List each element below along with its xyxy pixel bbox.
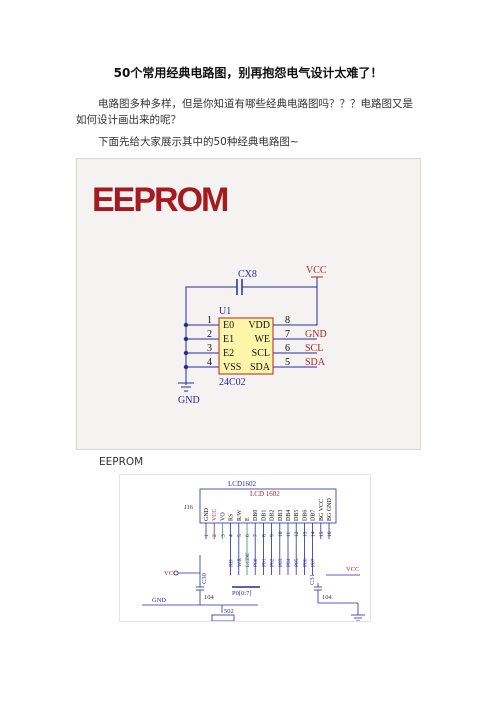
lcd-signal-label: P04 (286, 558, 292, 567)
lcd-signal-label: P02 (270, 558, 276, 567)
lcd-pin-name: DB2 (270, 510, 276, 521)
vcc-label: VCC (306, 265, 327, 276)
lcd-pin-number: 8 (261, 534, 267, 537)
lcd-signal-label: LCDE (245, 552, 251, 567)
chip-part: 24C02 (219, 377, 246, 388)
lcd-pin-number: 10 (278, 531, 284, 537)
article-title: 50个常用经典电路图，别再抱怨电气设计太难了！ (113, 66, 383, 80)
pot-label: 502 (224, 608, 234, 615)
connector-ref: J16 (184, 504, 194, 511)
lcd-connector (199, 488, 337, 524)
lcd-pin-name: BG VCC (319, 499, 325, 521)
lcd-pin-number: 4 (229, 534, 235, 537)
lcd-signal-label: P00 (253, 558, 259, 567)
lcd-pin-number: 15 (319, 531, 325, 537)
lcd-pin-name: DB6 (302, 510, 308, 521)
pin-name: E2 (223, 348, 234, 359)
intro-paragraph-2: 下面先给大家展示其中的50种经典电路图~ (98, 136, 299, 148)
lcd-pin-number: 12 (294, 531, 300, 537)
figure-caption: EEPROM (99, 456, 144, 468)
lcd-pin-number: 7 (253, 534, 259, 537)
lcd-pin-number: 11 (286, 531, 292, 537)
eeprom-chip (218, 317, 274, 375)
lcd-pin-number: 2 (212, 534, 218, 537)
net-label: GND (305, 329, 327, 340)
net-label: SCL (305, 343, 323, 354)
pin-number: 7 (285, 329, 290, 340)
lcd-pin-number: 6 (245, 534, 251, 537)
lcd-pin-name: DB1 (261, 510, 267, 521)
lcd-signal-label: P05 (294, 558, 300, 567)
lcd-pin-name: RS (229, 514, 235, 521)
pin-number: 4 (207, 357, 212, 368)
eeprom-heading: EEPROM (92, 181, 228, 219)
lcd-pin-number: 16 (327, 531, 333, 537)
vcc-right-label: VCC (346, 566, 359, 573)
lcd-title: LCD1602 (228, 480, 257, 488)
lcd-pin-name: DB0 (253, 510, 259, 521)
lcd-pin-number: 9 (270, 534, 276, 537)
lcd-signal-label: P07 (311, 558, 317, 567)
lcd-pin-name: VO (220, 512, 226, 521)
lcd-pin-name: GND (204, 507, 210, 521)
gnd-label: GND (178, 395, 200, 406)
cap-left-value: 104 (204, 594, 215, 601)
lcd-pin-name: DB4 (286, 510, 292, 521)
pin-number: 1 (207, 315, 212, 326)
lcd-pin-name: BG GND (327, 497, 333, 521)
lcd-pin-number: 5 (237, 534, 243, 537)
pin-name: VDD (248, 320, 270, 331)
bus-label: P0[0:7] (232, 590, 252, 597)
pin-name: SCL (252, 348, 270, 359)
lcd-pin-name: R/W (237, 509, 243, 521)
lcd-signal-label: WR (237, 558, 243, 567)
gnd-label: GND (152, 597, 166, 604)
cap-right-value: 104 (322, 594, 333, 601)
pin-number: 2 (207, 329, 212, 340)
lcd-pin-number: 13 (302, 531, 308, 537)
cap-right-ref: C31 (309, 574, 316, 585)
pin-number: 6 (285, 343, 290, 354)
lcd-signal-label: RD (229, 559, 235, 567)
capacitor-label: CX8 (238, 269, 257, 280)
pin-name: SDA (250, 362, 271, 373)
lcd-signal-label: P06 (302, 558, 308, 567)
pin-number: 5 (285, 357, 290, 368)
lcd-subtitle: LCD 1602 (250, 490, 280, 498)
cap-left-ref: C30 (201, 573, 208, 584)
lcd-pin-name: DB3 (278, 510, 284, 521)
lcd-pin-number: 3 (220, 534, 226, 537)
pin-name: E1 (223, 334, 234, 345)
lcd-pin-name: DB7 (311, 510, 317, 521)
pin-number: 8 (285, 315, 290, 326)
lcd-signal-label: P03 (278, 558, 284, 567)
lcd-pin-number: 1 (204, 534, 210, 537)
lcd-signal-label: P01 (261, 558, 267, 567)
pin-name: VSS (223, 362, 241, 373)
pin-name: WE (254, 334, 270, 345)
eeprom-schematic: EEPROM (76, 158, 421, 450)
vcc-left-label: VCC (164, 570, 177, 577)
intro-paragraph: 电路图多种多样，但是你知道有哪些经典电路图吗？？？电路图又是如何设计画出来的呢？ (76, 98, 413, 126)
lcd-pin-name: DB5 (294, 510, 300, 521)
lcd-pin-name: VCC (212, 509, 218, 521)
lcd-pin-name: E (245, 517, 251, 521)
lcd-pin-number: 14 (311, 531, 317, 537)
pin-name: E0 (223, 320, 234, 331)
chip-ref: U1 (219, 306, 231, 317)
pin-number: 3 (207, 343, 212, 354)
net-label: SDA (305, 357, 326, 368)
